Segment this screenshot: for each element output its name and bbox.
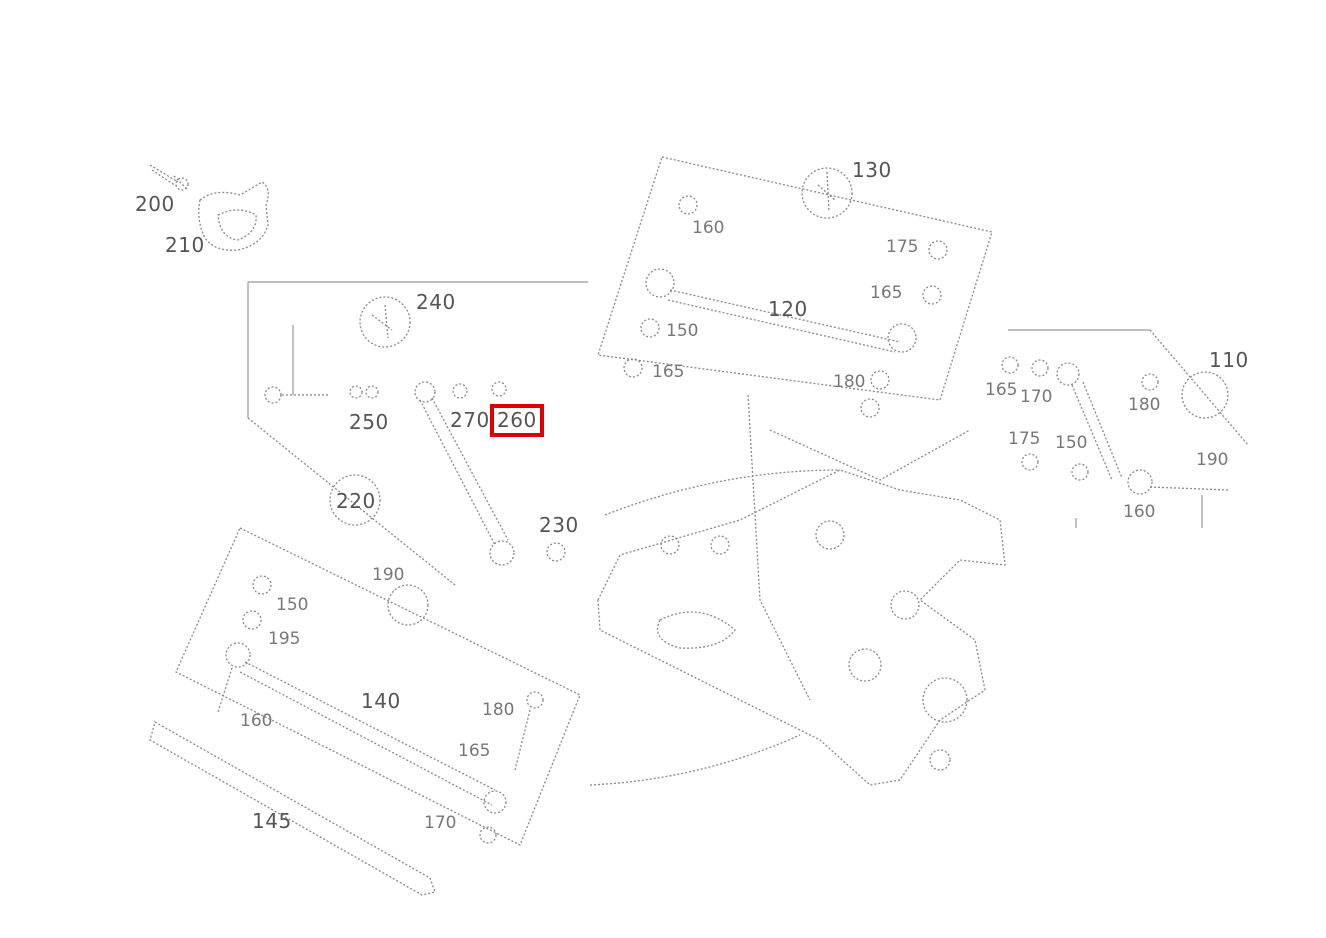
part-label-270[interactable]: 270 <box>450 408 490 432</box>
cap-240-drawing <box>359 296 411 348</box>
bracket-210-drawing <box>198 181 269 251</box>
rod-140-drawing <box>217 642 544 844</box>
bushing-row-250-drawing <box>264 385 379 404</box>
frame-lines-lower-left <box>175 527 581 846</box>
part-label-180-upper[interactable]: 180 <box>833 372 865 392</box>
part-label-140[interactable]: 140 <box>361 689 401 713</box>
nut-270-drawing <box>452 383 468 399</box>
part-label-250[interactable]: 250 <box>349 410 389 434</box>
part-label-190-left[interactable]: 190 <box>372 565 404 585</box>
nut-260-drawing <box>491 381 507 397</box>
part-label-150-upper[interactable]: 150 <box>666 321 698 341</box>
part-label-180-right[interactable]: 180 <box>1128 395 1160 415</box>
rod-110-drawing <box>1001 356 1229 495</box>
frame-lines-upper-left <box>247 281 588 586</box>
link-rod-230-drawing <box>414 381 566 566</box>
frame-lines-right <box>1008 329 1249 528</box>
cap-220-drawing <box>329 474 381 526</box>
frame-lines-upper-center <box>597 156 993 401</box>
part-label-110[interactable]: 110 <box>1209 348 1249 372</box>
part-label-175-right[interactable]: 175 <box>1008 429 1040 449</box>
part-label-165-left[interactable]: 165 <box>458 741 490 761</box>
bar-145-drawing <box>149 721 436 896</box>
part-label-150-left[interactable]: 150 <box>276 595 308 615</box>
part-label-120[interactable]: 120 <box>768 297 808 321</box>
part-label-165-upper-b[interactable]: 165 <box>652 362 684 382</box>
part-label-195-left[interactable]: 195 <box>268 629 300 649</box>
part-label-170-left[interactable]: 170 <box>424 813 456 833</box>
part-label-190-right[interactable]: 190 <box>1196 450 1228 470</box>
part-label-165-right[interactable]: 165 <box>985 380 1017 400</box>
part-label-220[interactable]: 220 <box>336 489 376 513</box>
highlight-box <box>490 404 544 437</box>
central-assembly-drawing <box>589 394 1006 786</box>
part-label-160-upper[interactable]: 160 <box>692 218 724 238</box>
part-label-230[interactable]: 230 <box>539 513 579 537</box>
cap-140-top-drawing <box>242 575 429 630</box>
part-label-170-right[interactable]: 170 <box>1020 387 1052 407</box>
part-label-160-left[interactable]: 160 <box>240 711 272 731</box>
part-label-180-left[interactable]: 180 <box>482 700 514 720</box>
part-label-240[interactable]: 240 <box>416 290 456 314</box>
part-label-200[interactable]: 200 <box>135 192 175 216</box>
rod-120-drawing <box>623 195 948 418</box>
part-label-160-right[interactable]: 160 <box>1123 502 1155 522</box>
part-label-145[interactable]: 145 <box>252 809 292 833</box>
part-label-130[interactable]: 130 <box>852 158 892 182</box>
part-label-210[interactable]: 210 <box>165 233 205 257</box>
part-label-175-upper[interactable]: 175 <box>886 237 918 257</box>
part-label-150-right[interactable]: 150 <box>1055 433 1087 453</box>
cap-110-drawing <box>1181 371 1229 419</box>
bolt-200-drawing <box>149 164 189 191</box>
part-label-165-upper[interactable]: 165 <box>870 283 902 303</box>
cap-130-drawing <box>801 167 853 219</box>
part-labels: 200 210 240 250 270 260 220 230 130 120 … <box>135 158 1249 833</box>
part-label-260[interactable]: 260 <box>497 408 537 432</box>
